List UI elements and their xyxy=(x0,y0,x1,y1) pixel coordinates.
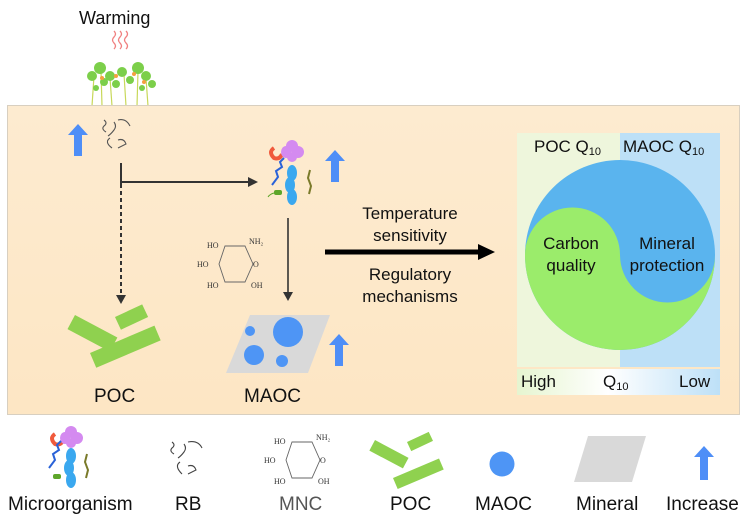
q10-scale-bar xyxy=(517,369,720,395)
mineral-icon xyxy=(574,436,646,482)
maoc-q10-header: MAOC Q10 xyxy=(623,137,704,158)
svg-text:OH: OH xyxy=(318,477,330,486)
poc-q10-text: POC Q xyxy=(534,137,589,156)
svg-text:HO: HO xyxy=(264,456,276,465)
region-line: Carbon xyxy=(543,234,599,253)
scale-q10: Q10 xyxy=(603,372,628,393)
svg-text:HO: HO xyxy=(197,260,209,269)
increase-arrow-icon xyxy=(329,334,349,366)
maoc-icon xyxy=(489,451,515,477)
legend-label-microorganism: Microorganism xyxy=(8,494,133,515)
process-line: Temperature xyxy=(362,204,458,223)
rb-icon xyxy=(102,119,131,149)
microorganism-icon xyxy=(267,140,313,205)
legend-label-poc: POC xyxy=(390,494,432,515)
yin-yang-diagram xyxy=(525,160,715,350)
svg-text:HO: HO xyxy=(207,281,219,290)
legend-label-mineral: Mineral xyxy=(576,494,639,515)
carbon-quality-text: Carbon quality xyxy=(526,233,616,277)
mnc-structure: HO HO HO NH₂ O OH xyxy=(195,236,285,300)
legend-label-rb: RB xyxy=(175,494,202,515)
process-line: sensitivity xyxy=(373,226,447,245)
subscript: 10 xyxy=(588,146,602,158)
heat-waves-icon xyxy=(111,30,129,50)
svg-text:HO: HO xyxy=(274,437,286,446)
process-line: mechanisms xyxy=(362,287,458,306)
svg-text:NH₂: NH₂ xyxy=(249,237,264,246)
poc-icon xyxy=(369,431,444,490)
maoc-q10-text: MAOC Q xyxy=(623,137,692,156)
mnc-icon: HO HO HO NH₂ O OH xyxy=(197,237,264,290)
maoc-mineral-icon xyxy=(226,315,330,373)
increase-arrow-icon xyxy=(694,446,714,480)
rb-icon xyxy=(170,441,203,475)
region-line: protection xyxy=(629,256,705,275)
increase-arrow-icon xyxy=(68,124,88,156)
process-line: Regulatory xyxy=(368,265,452,284)
legend-label-increase: Increase xyxy=(666,494,739,515)
svg-text:O: O xyxy=(320,456,326,465)
svg-text:HO: HO xyxy=(274,477,286,486)
mineral-protection-text: Mineral protection xyxy=(622,233,712,277)
svg-text:NH₂: NH₂ xyxy=(316,433,331,442)
subscript: 10 xyxy=(691,146,705,158)
svg-text:O: O xyxy=(253,260,259,269)
region-line: Mineral xyxy=(639,234,695,253)
maoc-label: MAOC xyxy=(244,386,301,407)
warming-label: Warming xyxy=(79,8,151,28)
subscript: 10 xyxy=(616,381,629,393)
poc-label: POC xyxy=(94,386,136,407)
svg-text:OH: OH xyxy=(251,281,263,290)
legend-label-maoc: MAOC xyxy=(475,494,532,515)
plants-icon xyxy=(87,62,156,107)
scale-low: Low xyxy=(679,372,711,391)
process-bottom-text: Regulatory mechanisms xyxy=(350,264,470,308)
q-text: Q xyxy=(603,372,617,391)
region-line: quality xyxy=(546,256,596,275)
increase-arrow-icon xyxy=(325,150,345,182)
poc-icon xyxy=(67,304,161,368)
mnc-icon: HO HO HO NH₂ O OH xyxy=(264,433,331,486)
svg-text:HO: HO xyxy=(207,241,219,250)
scale-high: High xyxy=(521,372,556,391)
legend-label-mnc: MNC xyxy=(279,494,323,515)
poc-q10-header: POC Q10 xyxy=(534,137,601,158)
process-top-text: Temperature sensitivity xyxy=(350,203,470,247)
microorganism-icon xyxy=(48,426,90,488)
